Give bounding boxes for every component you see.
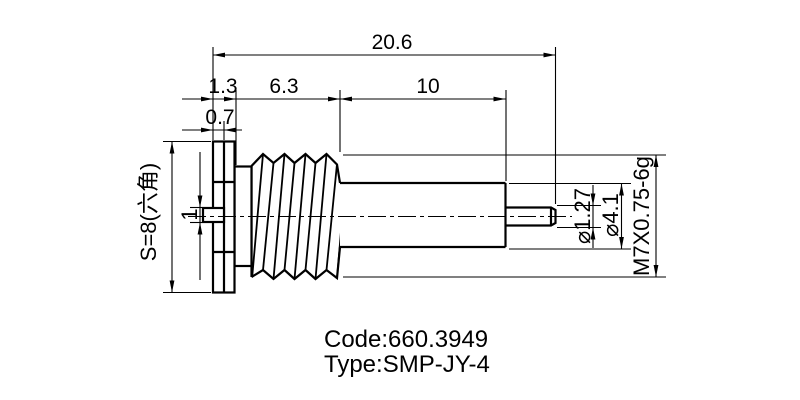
- dim-body-diameter: ⌀4.1: [598, 193, 623, 237]
- caption-type: Type:SMP-JY-4: [324, 351, 490, 378]
- dim-thread-length: 6.3: [269, 75, 298, 98]
- dimension-arrowheads: [169, 52, 659, 293]
- thread-outline-top: [250, 152, 342, 184]
- dim-slot-width: 1: [177, 208, 202, 220]
- body-cylinder: [340, 181, 507, 249]
- dim-body-length: 10: [416, 75, 439, 98]
- caption-code: Code:660.3949: [324, 326, 488, 353]
- dim-pin-diameter: ⌀1.27: [570, 188, 595, 244]
- dim-flange-width: 1.3: [208, 75, 237, 98]
- center-slot-tab: [201, 206, 226, 224]
- dim-hex-size: S=8(六角): [136, 163, 161, 261]
- dim-hex-thickness: 0.7: [205, 106, 234, 129]
- thread-outline-bottom: [250, 246, 342, 281]
- dim-total-length: 20.6: [372, 31, 413, 54]
- dim-thread-spec: M7X0.75-6g: [629, 156, 654, 276]
